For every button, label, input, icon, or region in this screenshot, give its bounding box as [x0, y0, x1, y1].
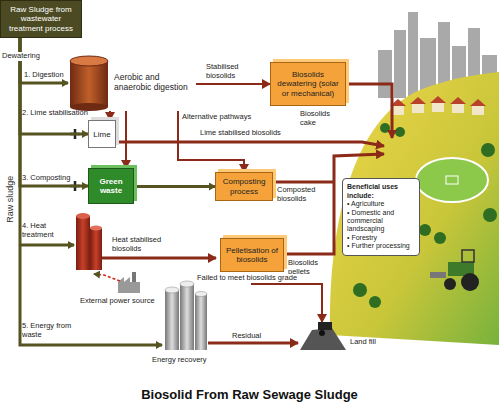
node-text: Composting process — [219, 177, 269, 195]
node-text: Beneficial uses include: — [347, 183, 415, 200]
equipment-label: Energy recovery — [152, 356, 207, 365]
node-text: Green waste — [91, 177, 131, 195]
flow-label: Residual — [232, 332, 261, 341]
process-box: Pelletisation of biosolids — [220, 238, 284, 272]
green-waste-box: Green waste — [88, 168, 134, 204]
tank-symbol — [68, 55, 110, 111]
source-label: External power source — [80, 297, 155, 306]
landfill-icon — [300, 322, 346, 350]
process-label: Dewatering — [1, 52, 41, 61]
tractor — [430, 250, 479, 291]
node-text: • Domestic and commercial landscaping — [347, 209, 415, 234]
node-text: • Forestry — [347, 234, 377, 242]
composted-output-line — [274, 181, 334, 184]
axis-label: Raw sludge — [5, 169, 15, 229]
flow-label: Failed to meet biosolids grade — [196, 274, 298, 283]
process-box: Composting process — [215, 172, 273, 201]
connector — [196, 83, 270, 85]
site-label: Land fill — [350, 338, 376, 347]
connector — [125, 111, 127, 168]
node-text: • Agriculture — [347, 200, 384, 208]
sports-oval — [416, 158, 488, 202]
lime-output-arrow — [116, 142, 384, 146]
connector — [134, 185, 215, 188]
process-label: 4. Heat treatment — [22, 222, 72, 239]
heat-tower — [76, 213, 102, 270]
flow-label: Heat stabilised biosolids — [112, 236, 192, 253]
node-text: Lime — [93, 130, 110, 139]
power-feed-line — [94, 274, 120, 281]
node-text: Raw Sludge from wastewater treatment pro… — [5, 5, 77, 33]
edge-label: 1. Digestion — [24, 71, 64, 80]
land-area — [330, 72, 499, 345]
heat-feed-line — [20, 244, 74, 247]
flow-label: Composted biosolids — [277, 186, 329, 203]
node-text: Pelletisation of biosolids — [224, 246, 280, 264]
source-box: Raw Sludge from wastewater treatment pro… — [0, 0, 82, 38]
houses — [390, 96, 486, 115]
residual-arrow — [208, 342, 298, 345]
power-plant-icon — [118, 272, 140, 293]
edge-label: 3. Composting — [22, 174, 70, 183]
node-text: • Further processing — [347, 242, 410, 250]
digestion-tank: Aerobic and anaerobic digestion — [68, 55, 196, 111]
biosolids-cake-arrow — [346, 84, 392, 138]
callout-box: Beneficial uses include:• Agriculture• D… — [342, 178, 420, 256]
edge-label: Stabilised biosolids — [206, 63, 262, 80]
connector — [109, 111, 111, 120]
flow-label: Lime stabilised biosolids — [200, 129, 281, 138]
lime-box: Lime — [88, 120, 116, 148]
process-box: Biosolids dewatering (solar or mechanica… — [270, 62, 346, 106]
edge-label: 2. Lime stabilisation — [22, 109, 88, 118]
energy-recovery-cylinders — [165, 281, 207, 350]
plus-sign — [70, 129, 80, 191]
flow-label: Biosolids cake — [300, 110, 344, 127]
caption: Biosolid From Raw Sewage Sludge — [0, 388, 499, 403]
node-text: Biosolids dewatering (solar or mechanica… — [274, 70, 342, 98]
pellet-output-arrow — [286, 154, 384, 254]
oval-pitch — [446, 176, 458, 184]
path-label: Alternative pathways — [182, 113, 251, 122]
process-label: 5. Energy from waste — [22, 322, 78, 339]
node-text: Aerobic and anaerobic digestion — [114, 73, 194, 93]
heat-output-arrow — [102, 257, 216, 260]
